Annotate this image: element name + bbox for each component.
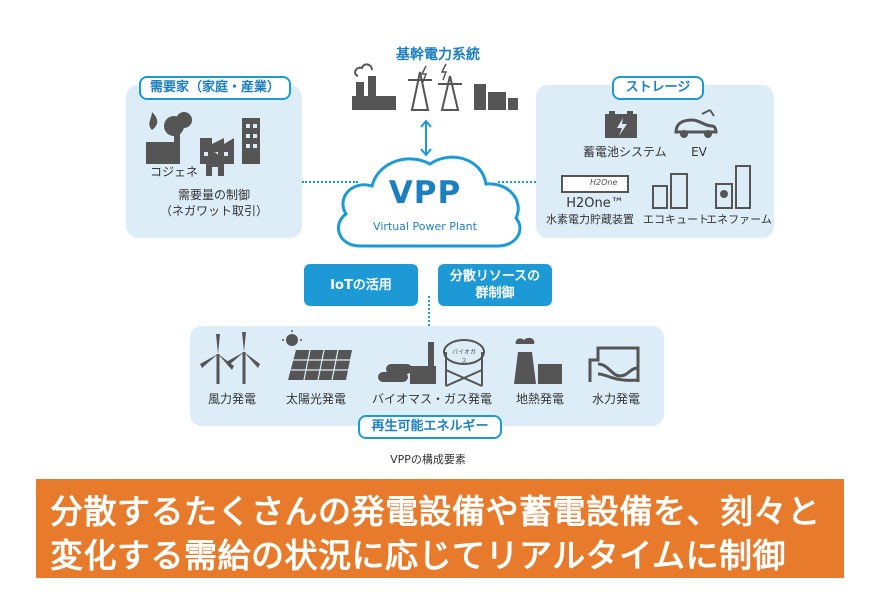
group-control-label-2: 群制御 (475, 286, 515, 301)
demand-control-label-1: 需要量の制御 (177, 188, 250, 202)
house-icon (202, 152, 228, 176)
hydro-dam-icon (588, 346, 640, 382)
group-control-box: 分散リソースの 群制御 (438, 264, 552, 306)
storage-panel (536, 85, 774, 238)
storage-tag: ストレージ (612, 76, 704, 100)
renewable-tag: 再生可能エネルギー (358, 415, 502, 439)
ev-label: EV (691, 145, 707, 159)
vpp-subtitle: Virtual Power Plant (373, 220, 477, 233)
diagram-caption: VPPの構成要素 (390, 453, 466, 466)
solar-label: 太陽光発電 (285, 392, 346, 406)
battery-icon (605, 111, 637, 138)
biomass-label: バイオマス・ガス発電 (371, 392, 492, 406)
biogas-tank-label: バイオガス (451, 349, 476, 365)
iot-box: IoTの活用 (304, 264, 418, 306)
geothermal-plant-icon (514, 337, 562, 384)
demand-connector (302, 181, 358, 183)
biomass-plant-icon (378, 339, 485, 387)
power-grid-icon (352, 63, 518, 111)
solar-panel-icon (282, 330, 352, 381)
demand-control-label-2: （ネガワット取引） (159, 204, 268, 218)
ev-car-icon (674, 109, 718, 138)
h2one-logo: H2One (590, 178, 618, 187)
banner-line-2: 変化する需給の状況に応じてリアルタイムに制御 (50, 536, 787, 575)
cogene-label: コジェネ (150, 165, 199, 179)
h2one-label-2: 水素電力貯蔵装置 (546, 213, 634, 226)
summary-banner: 分散するたくさんの発電設備や蓄電設備を、刻々と 変化する需給の状況に応じてリアル… (36, 479, 844, 578)
h2one-device-icon (561, 175, 629, 193)
cogeneration-factory-icon (146, 111, 260, 164)
grid-title: 基幹電力系統 (396, 47, 480, 63)
geothermal-label: 地熱発電 (515, 392, 564, 406)
enefarm-icon (715, 165, 751, 209)
hydro-label: 水力発電 (591, 392, 640, 406)
wind-turbine-icon (200, 332, 260, 384)
wind-label: 風力発電 (207, 392, 256, 406)
banner-line-1: 分散するたくさんの発電設備や蓄電設備を、刻々と (50, 492, 821, 531)
group-control-label-1: 分散リソースの (449, 269, 541, 284)
renewable-connector (428, 296, 430, 326)
vpp-title: VPP (388, 175, 462, 211)
enefarm-label: エネファーム (706, 213, 772, 226)
ecocute-icon (652, 173, 688, 209)
vpp-cloud-icon (336, 155, 522, 248)
bidirectional-arrow-icon (420, 119, 432, 157)
ecocute-label: エコキュート (643, 213, 709, 226)
storage-connector (498, 181, 536, 183)
battery-label: 蓄電池システム (583, 145, 667, 159)
demand-tag: 需要家（家庭・産業） (139, 76, 291, 100)
h2one-label-1: H2One™ (566, 196, 624, 211)
